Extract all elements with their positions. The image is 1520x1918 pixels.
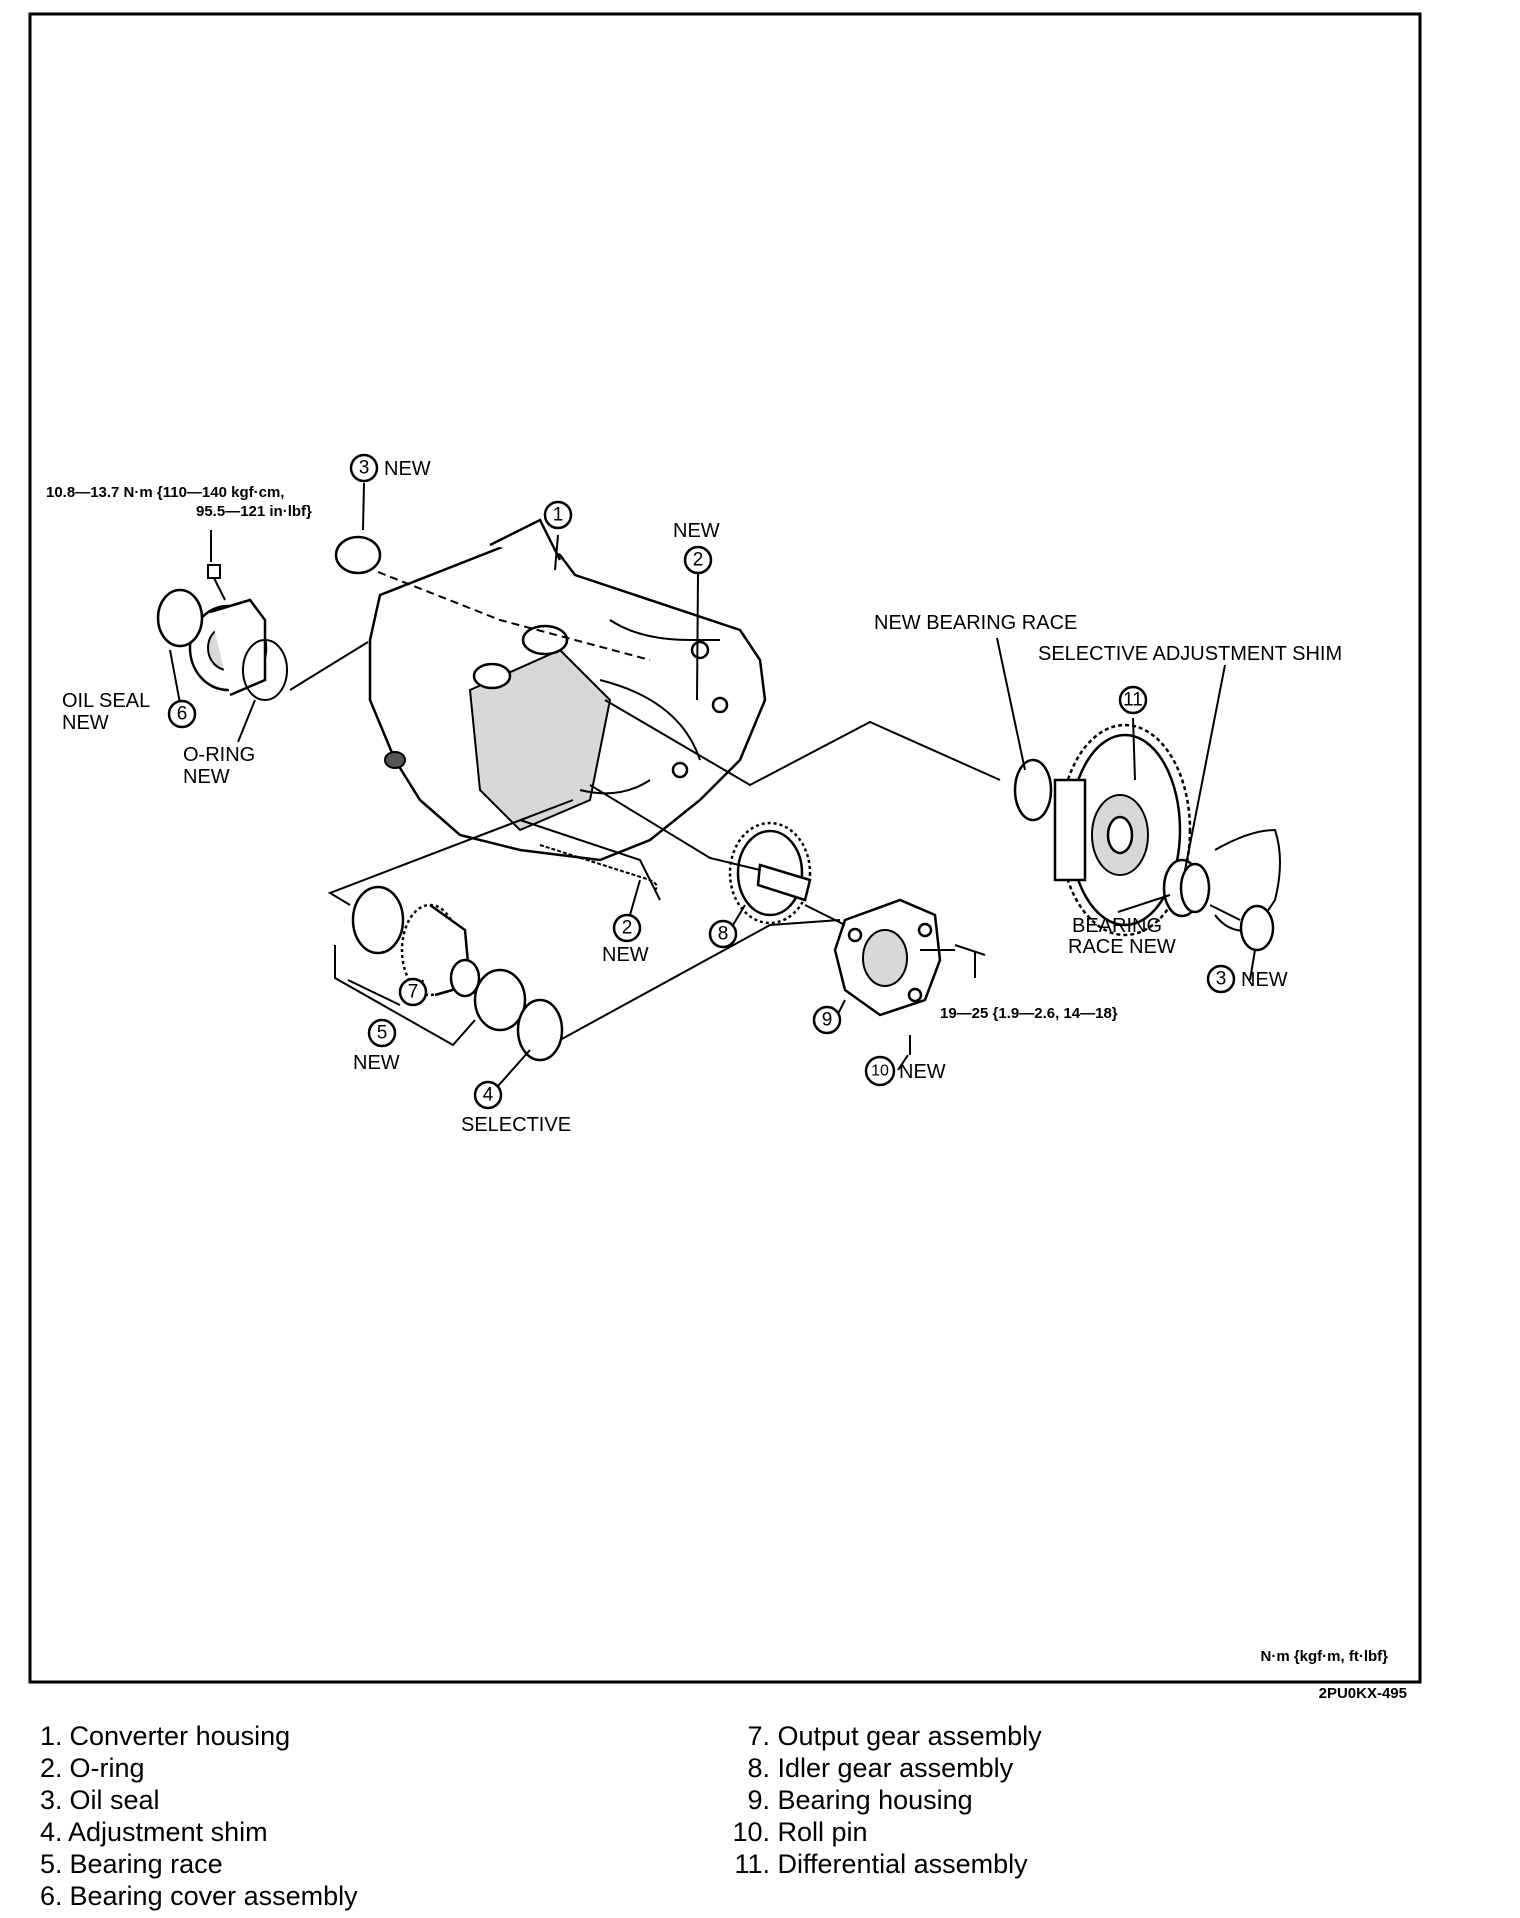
legend-item: 5. Bearing race xyxy=(40,1849,223,1879)
label-race-new: RACE NEW xyxy=(1068,936,1176,958)
bearing-housing-part xyxy=(833,898,942,1017)
svg-text:6: 6 xyxy=(177,704,188,725)
callout-10: 10 xyxy=(864,1055,896,1087)
svg-text:4: 4 xyxy=(483,1085,494,1106)
label-selective-adjustment-shim: SELECTIVE ADJUSTMENT SHIM xyxy=(1038,643,1342,665)
label-new-o-ring-lower: NEW xyxy=(602,944,649,966)
legend-column-right: 7. Output gear assembly 8. Idler gear as… xyxy=(730,1720,1042,1880)
svg-text:5: 5 xyxy=(377,1023,388,1044)
legend-item: 4. Adjustment shim xyxy=(40,1817,268,1847)
bearing-race-right xyxy=(473,968,527,1032)
svg-text:9: 9 xyxy=(822,1010,833,1031)
callout-6: 6 xyxy=(167,699,197,729)
legend-column-left: 1. Converter housing 2. O-ring 3. Oil se… xyxy=(40,1720,358,1912)
callout-1: 1 xyxy=(543,500,573,530)
label-new-oil-seal-top: NEW xyxy=(384,458,431,480)
label-o-ring-new: NEW xyxy=(183,766,230,788)
legend-item: 6. Bearing cover assembly xyxy=(40,1881,358,1911)
label-o-ring: O-RING xyxy=(183,744,255,766)
differential-assembly-part xyxy=(1053,723,1192,937)
converter-housing-part xyxy=(368,518,767,901)
legend-item: 9. Bearing housing xyxy=(747,1785,973,1815)
label-new-roll-pin: NEW xyxy=(899,1061,946,1083)
legend-item: 3. Oil seal xyxy=(40,1785,160,1815)
leader-lines xyxy=(169,482,1256,1096)
callout-3-right: 3 xyxy=(1206,964,1236,994)
parts-legend: 1. Converter housing 2. O-ring 3. Oil se… xyxy=(0,1708,1520,1918)
bearing-race-left xyxy=(351,885,405,955)
svg-text:10: 10 xyxy=(871,1063,889,1080)
bolt-top-left xyxy=(207,564,226,601)
legend-item: 7. Output gear assembly xyxy=(747,1721,1042,1751)
legend-item: 2. O-ring xyxy=(40,1753,145,1783)
o-ring-lower xyxy=(539,844,658,891)
torque-spec-top-line2: 95.5—121 in·lbf} xyxy=(196,503,312,520)
label-new-oil-seal-right: NEW xyxy=(1241,969,1288,991)
label-oil-seal-new: NEW xyxy=(62,712,109,734)
svg-text:8: 8 xyxy=(718,924,729,945)
legend-item: 1. Converter housing xyxy=(40,1721,291,1751)
callout-9: 9 xyxy=(812,1005,842,1035)
svg-text:3: 3 xyxy=(359,458,370,479)
oil-seal-right xyxy=(1239,904,1275,952)
legend-item: 8. Idler gear assembly xyxy=(747,1753,1014,1783)
callout-4: 4 xyxy=(473,1080,503,1110)
label-oil-seal: OIL SEAL xyxy=(62,690,150,712)
assembly-guide-lines xyxy=(289,571,1241,1047)
bolt-right xyxy=(954,944,986,978)
callout-11: 11 xyxy=(1118,685,1148,715)
label-selective: SELECTIVE xyxy=(461,1114,571,1136)
oil-seal-top xyxy=(334,535,382,575)
callout-8: 8 xyxy=(708,919,738,949)
bearing-cover-part xyxy=(188,598,268,697)
svg-text:11: 11 xyxy=(1123,690,1143,711)
callout-7: 7 xyxy=(398,977,428,1007)
figure-frame xyxy=(28,12,1422,1684)
svg-text:2: 2 xyxy=(693,550,704,571)
torque-spec-right: 19—25 {1.9—2.6, 14—18} xyxy=(940,1005,1118,1022)
callout-5: 5 xyxy=(367,1018,397,1048)
adjustment-shim-left xyxy=(516,998,564,1062)
idler-gear-part xyxy=(728,821,812,925)
differential-cover-outline xyxy=(1214,828,1281,932)
label-new-o-ring-top: NEW xyxy=(673,520,720,542)
svg-text:3: 3 xyxy=(1216,969,1227,990)
legend-item: 11. Differential assembly xyxy=(734,1849,1028,1879)
callout-2-lower: 2 xyxy=(612,913,642,943)
legend-item: 10. Roll pin xyxy=(732,1817,868,1847)
svg-text:1: 1 xyxy=(553,505,564,526)
label-new-bearing-race: NEW BEARING RACE xyxy=(874,612,1077,634)
exploded-view-diagram: 1 2 3 6 11 2 8 7 5 4 9 10 xyxy=(28,12,1422,1700)
callout-3-top: 3 xyxy=(349,453,379,483)
callout-2-top: 2 xyxy=(683,545,713,575)
oil-seal-left xyxy=(156,588,204,648)
label-bearing: BEARING xyxy=(1072,915,1162,937)
label-new-bearing-race-left: NEW xyxy=(353,1052,400,1074)
figure-code: 2PU0KX-495 xyxy=(1319,1685,1407,1700)
o-ring-left xyxy=(242,639,288,701)
svg-text:7: 7 xyxy=(408,982,419,1003)
bearing-race-new-upper xyxy=(1013,758,1053,822)
torque-spec-top-line1: 10.8—13.7 N·m {110—140 kgf·cm, xyxy=(46,484,284,501)
svg-text:2: 2 xyxy=(622,918,633,939)
units-note: N·m {kgf·m, ft·lbf} xyxy=(1261,1648,1389,1665)
output-gear-part xyxy=(400,903,481,998)
adjustment-shim-right xyxy=(1179,862,1211,914)
